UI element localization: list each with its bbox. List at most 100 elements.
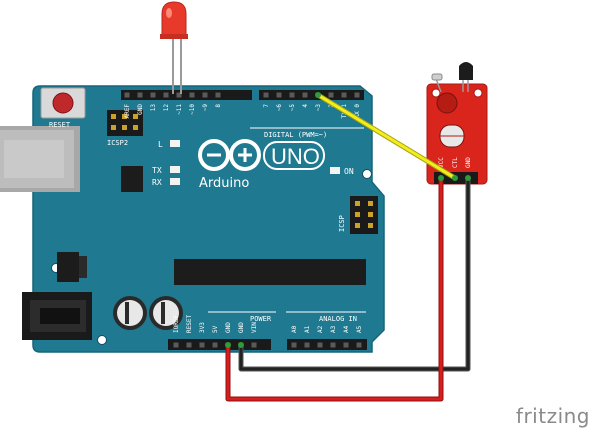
sensor-module: VCC CTL GND <box>426 62 488 185</box>
pin-hole <box>173 342 179 348</box>
led-tx <box>170 166 180 173</box>
capacitor <box>149 296 183 330</box>
atmega-chip <box>174 259 366 285</box>
pin-hole <box>176 92 182 98</box>
pin-label: 5V <box>212 325 219 333</box>
pin-label: ~3 <box>315 104 322 112</box>
power-header <box>168 339 271 350</box>
pin-hole <box>215 92 221 98</box>
pin-hole <box>343 342 349 348</box>
pin-label: A3 <box>330 325 337 333</box>
mount-hole <box>362 169 372 179</box>
pin-hole <box>189 92 195 98</box>
digital-header-left <box>121 90 252 100</box>
fritzing-brand: fritzing <box>515 404 590 428</box>
usb-connector <box>0 126 80 192</box>
wire-end <box>452 175 458 181</box>
pin-label: 3V3 <box>199 322 206 333</box>
icsp2-header <box>107 110 143 136</box>
wire-end <box>238 342 244 348</box>
icsp-header <box>350 196 378 234</box>
sensor-pin-labels: VCC CTL GND <box>438 157 472 168</box>
led-rx <box>170 178 180 185</box>
analog-pin-holes <box>291 342 362 348</box>
mount-hole <box>97 335 107 345</box>
pin-hole <box>289 92 295 98</box>
pin-hole <box>150 92 156 98</box>
pin-label: ~9 <box>202 104 209 112</box>
pin-label: ~10 <box>189 104 196 115</box>
capacitor <box>113 296 147 330</box>
pin-label: VCC <box>438 157 445 168</box>
pin-hole <box>124 92 130 98</box>
pin-label: ~5 <box>289 104 296 112</box>
pin-label: AREF <box>124 104 131 119</box>
pin-label: VIN <box>251 322 258 333</box>
pin-hole <box>302 92 308 98</box>
pin-label: A4 <box>343 325 350 333</box>
arduino-infinity-logo <box>198 139 261 171</box>
analog-label: ANALOG IN <box>319 315 357 323</box>
pin-label: GND <box>225 322 232 333</box>
icsp2-label: ICSP2 <box>107 139 128 147</box>
pin-label: GND <box>465 157 472 168</box>
small-chip <box>121 166 143 192</box>
pin-hole <box>330 342 336 348</box>
wire-end <box>225 342 231 348</box>
sensor-transistor <box>459 62 473 92</box>
pin-hole <box>202 92 208 98</box>
photoresistor <box>431 73 443 93</box>
pin-label: ~11 <box>176 104 183 115</box>
analog-pin-labels: A0 A1 A2 A3 A4 A5 <box>291 325 363 333</box>
pin-label: 8 <box>215 104 222 108</box>
pin-hole <box>328 92 334 98</box>
pin-label: A2 <box>317 325 324 333</box>
pin-label: RESET <box>186 315 193 333</box>
uno-badge <box>263 141 325 170</box>
arduino-logo-text: Arduino <box>199 176 249 191</box>
red-led <box>160 1 188 94</box>
pin-hole <box>212 342 218 348</box>
pin-hole <box>291 342 297 348</box>
pin-label: 13 <box>150 104 157 112</box>
voltage-regulator <box>57 252 79 282</box>
pin-label: A0 <box>291 325 298 333</box>
pin-hole <box>186 342 192 348</box>
digital-header-right <box>259 90 364 100</box>
pin-hole <box>263 92 269 98</box>
uno-text: UNO <box>271 144 320 169</box>
pin-hole <box>276 92 282 98</box>
wire-end <box>438 175 444 181</box>
pin-hole <box>356 342 362 348</box>
pin-label: 12 <box>163 104 170 112</box>
analog-header <box>287 339 367 350</box>
reset-button[interactable] <box>40 87 86 119</box>
pin-hole <box>199 342 205 348</box>
regulator-tab <box>79 256 87 278</box>
led-on-label: ON <box>344 167 354 176</box>
sensor-dome <box>436 92 458 114</box>
power-label: POWER <box>250 315 272 323</box>
digital-label: DIGITAL (PWM=~) <box>264 131 327 139</box>
wires <box>225 92 471 402</box>
icsp-label: ICSP <box>338 215 346 232</box>
pin-hole <box>137 92 143 98</box>
led-rx-label: RX <box>152 178 162 187</box>
pin-label: A5 <box>356 325 363 333</box>
pin-label: CTL <box>452 157 459 168</box>
pin-hole <box>163 92 169 98</box>
pin-hole <box>251 342 257 348</box>
pin-label: RX 0 <box>354 104 361 119</box>
pin-label: 7 <box>263 104 270 108</box>
pin-label: GND <box>238 322 245 333</box>
pin-hole <box>304 342 310 348</box>
pin-label: A1 <box>304 325 311 333</box>
reset-label: RESET <box>49 121 71 129</box>
led-l-label: L <box>158 140 163 149</box>
pin-hole <box>317 342 323 348</box>
board-outline <box>32 85 385 353</box>
pin-label: ~6 <box>276 104 283 112</box>
power-jack <box>22 292 92 340</box>
